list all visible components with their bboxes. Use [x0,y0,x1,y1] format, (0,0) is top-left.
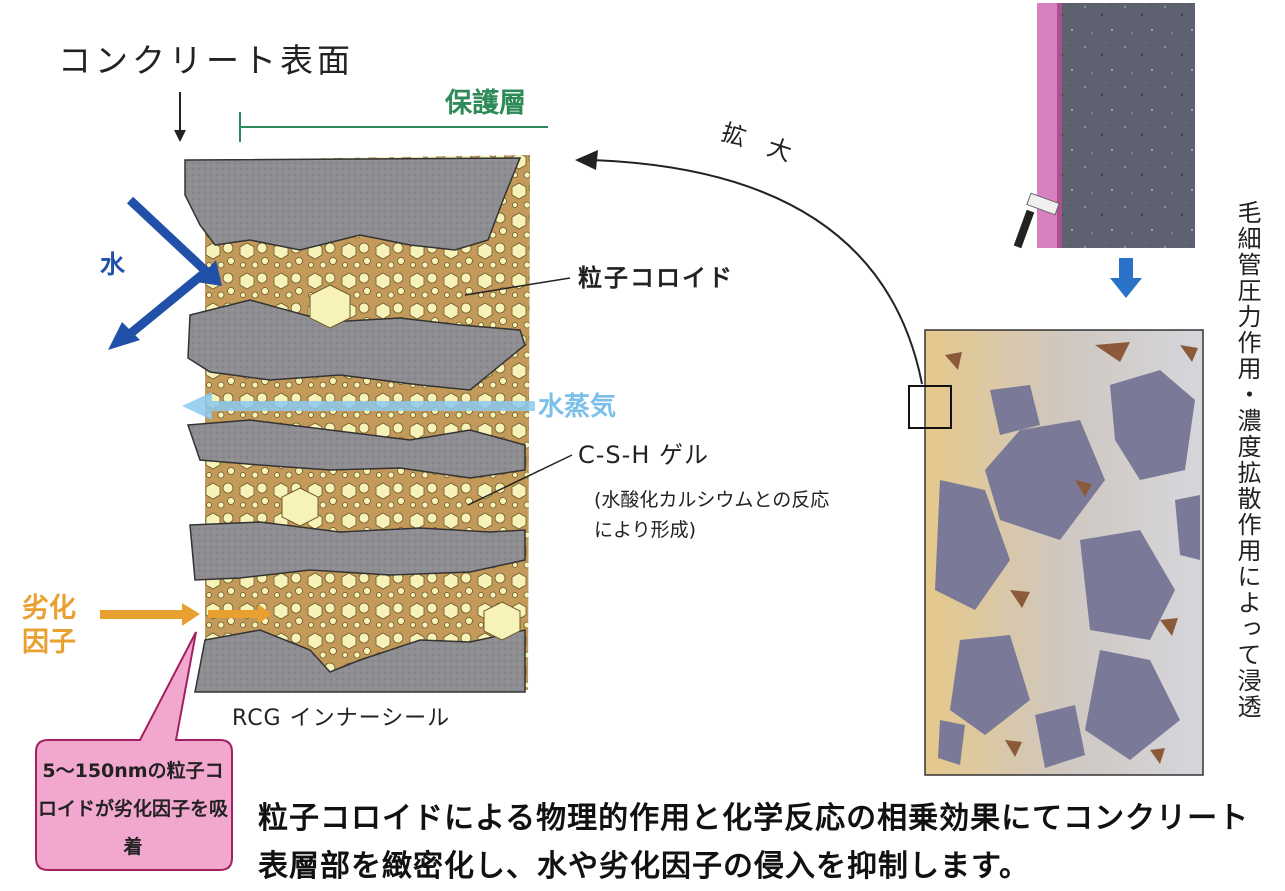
water-arrow [108,196,222,350]
expand-arrowhead [575,150,598,170]
degradation-factor-label: 劣化因子 [22,593,76,658]
roller-application-photo [1013,3,1195,249]
concrete-layer-5 [194,629,526,693]
product-name-label: RCG インナーシール [232,706,451,731]
protective-layer-label: 保護層 [445,88,526,119]
concrete-section-photo [924,329,1204,776]
surface-arrowhead [174,130,186,142]
colloid-particle [483,601,521,641]
concrete-layer-4 [189,521,526,581]
bottom-description: 粒子コロイドによる物理的作用と化学反応の相乗効果にてコンクリート表層部を緻密化し… [258,801,1250,884]
expand-curve [589,159,923,385]
down-arrow [1110,258,1142,298]
colloid-particle [281,487,319,527]
callout-bubble [35,631,233,871]
protective-layer-bracket [239,112,548,142]
vertical-caption: 毛細管圧力作用・濃度拡散作用によって浸透 [1233,200,1261,720]
colloid-pointer [464,277,571,296]
water-vapor-label: 水蒸気 [538,392,617,422]
concrete-surface-label: コンクリート表面 [58,41,354,80]
water-label: 水 [100,250,126,279]
particle-colloid-label: 粒子コロイド [578,264,734,292]
degradation-arrow [100,603,272,626]
csh-gel-label: C-S-H ゲル [578,441,709,469]
callout-text: 5～150nmの粒子コロイドが劣化因子を吸着 [38,760,229,858]
concrete-layer-1 [184,157,522,251]
cross-section-block [184,155,530,693]
csh-pointer [467,454,573,506]
magnify-box [908,385,952,429]
csh-gel-note: (水酸化カルシウムとの反応により形成) [594,489,830,541]
colloid-particle [309,284,351,329]
vapor-arrow [182,392,535,420]
concrete-layer-3 [186,419,526,479]
